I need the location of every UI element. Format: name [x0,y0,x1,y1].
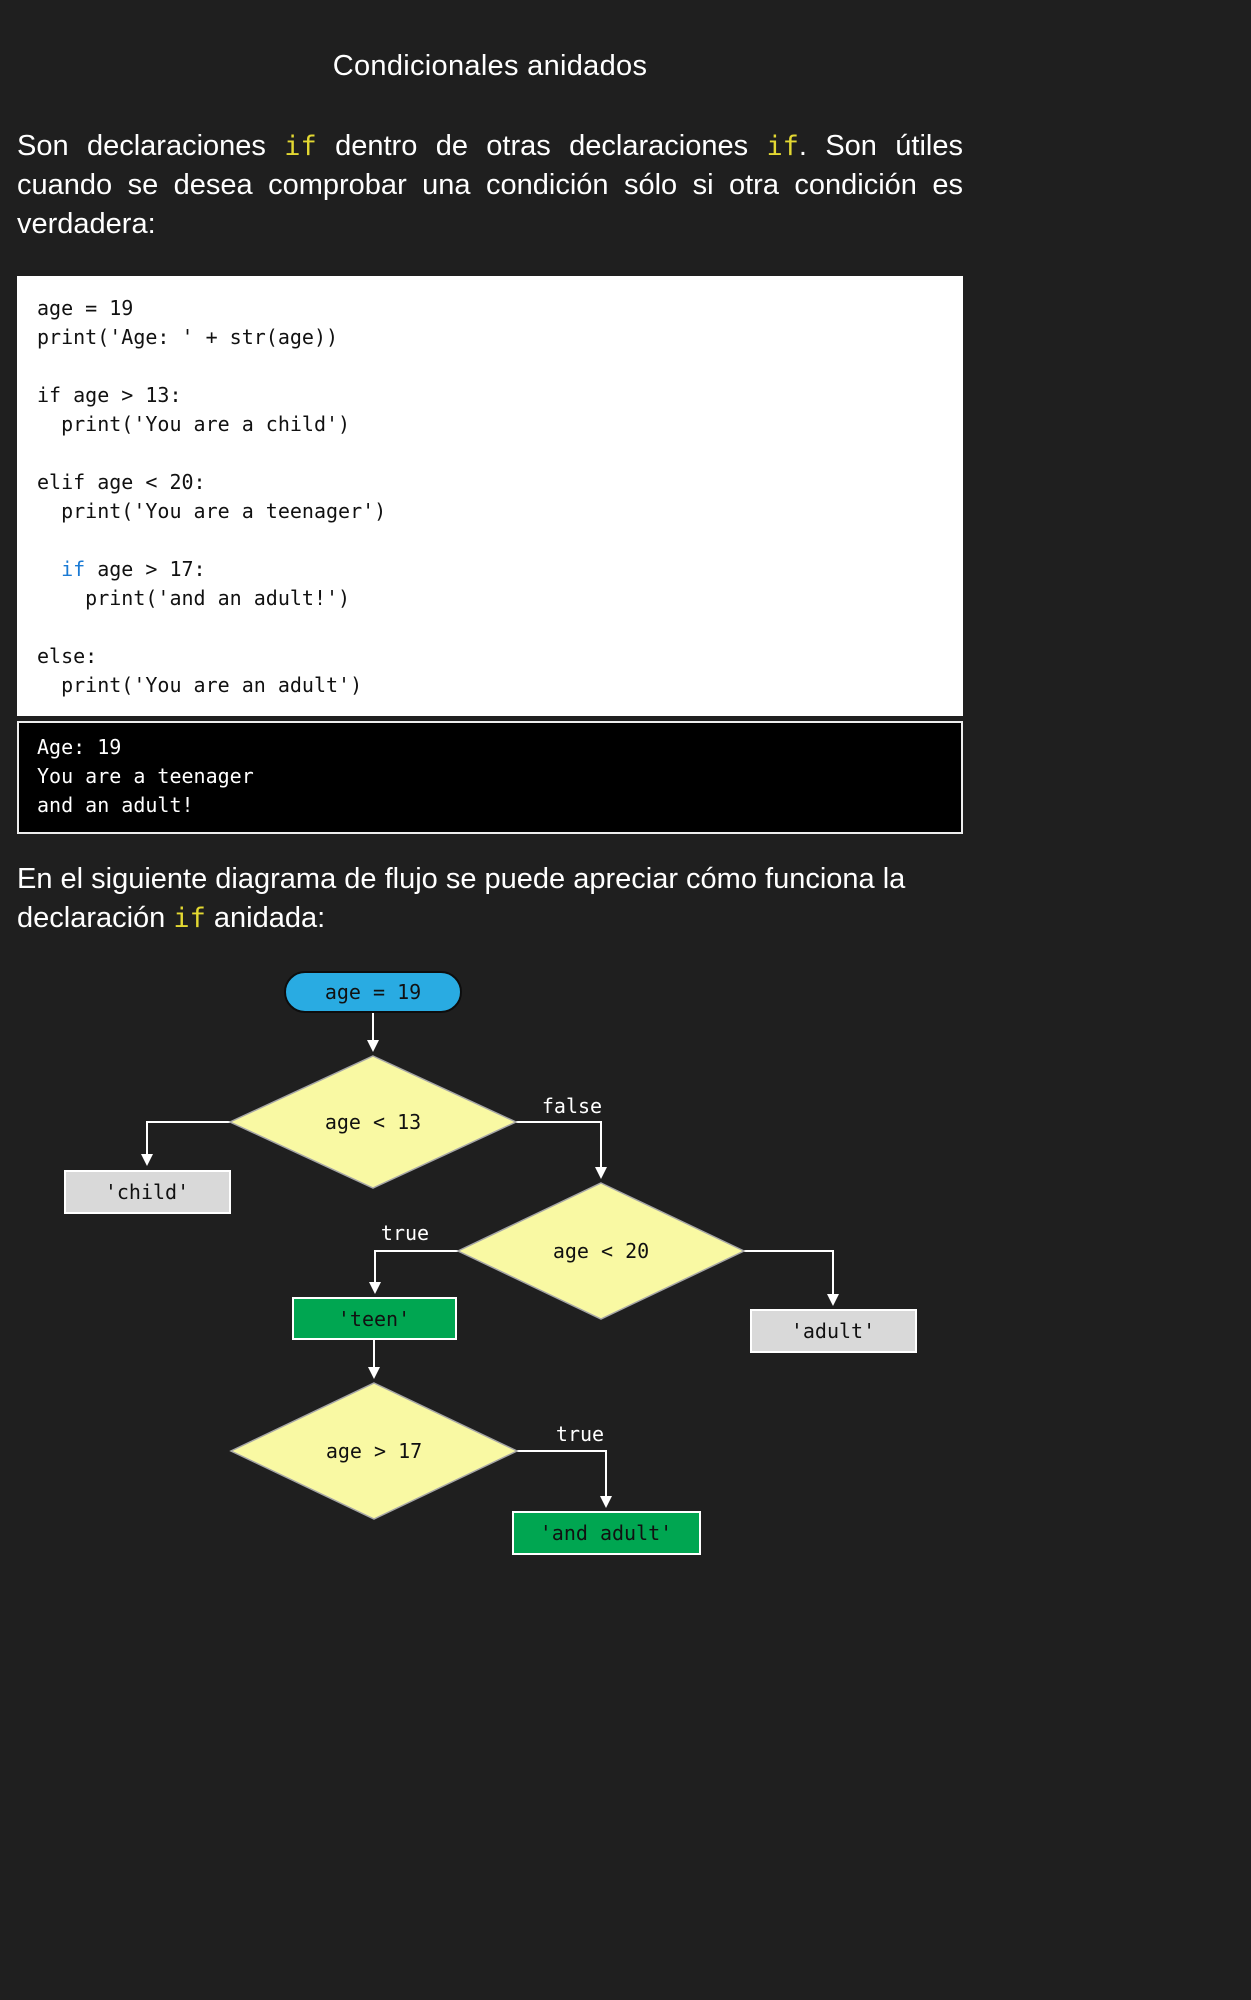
arrow-cond1-to-child [141,1121,230,1166]
code-block: age = 19 print('Age: ' + str(age)) if ag… [17,276,963,716]
flowchart-intro-paragraph: En el siguiente diagrama de flujo se pue… [17,860,963,938]
code-line-blank [37,352,951,381]
flow-decision-age-lt-13 [228,1055,518,1189]
output-line: and an adult! [37,793,194,817]
flow-decision-age-lt-20 [456,1182,746,1320]
edge-label-true: true [556,1422,604,1446]
intro-text-1: Son declaraciones [17,130,285,162]
if-keyword: if [284,131,317,162]
flow-intro-text-2: anidada: [205,902,326,934]
flow-intro-text-1: En el siguiente diagrama de flujo se pue… [17,863,906,934]
arrow-cond1-false-to-cond2 [516,1121,607,1179]
flow-terminal-adult-label: 'adult' [791,1319,875,1343]
flowchart: false true true age = 19 age < 13 'child… [17,964,963,1568]
flow-terminal-teen-label: 'teen' [338,1307,410,1331]
code-line: age = 19 [37,296,134,320]
if-keyword: if [766,131,799,162]
code-line-blank [37,439,951,468]
code-rest: age > 17: [85,557,206,581]
code-line: print('You are an adult') [37,673,363,697]
arrow-cond3-true-to-and-adult [517,1450,612,1508]
code-line: elif age < 20: [37,470,206,494]
output-console: Age: 19 You are a teenager and an adult! [17,721,963,834]
code-line: print('and an adult!') [37,586,351,610]
edge-label-false: false [542,1094,602,1118]
intro-paragraph: Son declaraciones if dentro de otras dec… [17,127,963,244]
code-line: else: [37,644,98,668]
if-keyword: if [173,903,206,934]
code-line: print('Age: ' + str(age)) [37,325,339,349]
flow-terminal-and-adult [512,1511,701,1555]
flowchart-svg: false true true age = 19 age < 13 'child… [64,971,917,1555]
flow-decision-3-label: age > 17 [326,1439,422,1463]
code-line: print('You are a child') [37,412,351,436]
code-line: if age > 13: [37,383,182,407]
page-title: Condicionales anidados [332,50,648,82]
arrow-cond2-to-adult [744,1250,839,1306]
flow-decision-2-label: age < 20 [553,1239,649,1263]
flow-terminal-child [64,1170,231,1214]
flow-terminal-adult [750,1309,917,1353]
intro-text-2: dentro de otras declaraciones [316,130,767,162]
flow-terminal-child-label: 'child' [105,1180,189,1204]
content-column: Condicionales anidados Son declaraciones… [17,0,963,1568]
flow-decision-1-label: age < 13 [325,1110,421,1134]
flow-start-node [284,971,462,1013]
intro-text-3: . Son útiles cuando se desea comprobar u… [17,130,963,240]
output-line: Age: 19 [37,735,122,759]
code-line-blank [37,613,951,642]
output-line: You are a teenager [37,764,254,788]
flow-decision-age-gt-17 [229,1382,519,1520]
nested-if-keyword: if [61,557,86,581]
flow-start-label: age = 19 [325,980,421,1004]
code-line-blank [37,526,951,555]
edge-label-true: true [381,1221,429,1245]
flow-terminal-and-adult-label: 'and adult' [540,1521,672,1545]
flow-terminal-teen [292,1297,457,1340]
arrow-cond2-true-to-teen [369,1250,458,1294]
code-indent [37,557,61,581]
code-line: print('You are a teenager') [37,499,387,523]
code-line-nested-if: if age > 17: [37,555,951,584]
